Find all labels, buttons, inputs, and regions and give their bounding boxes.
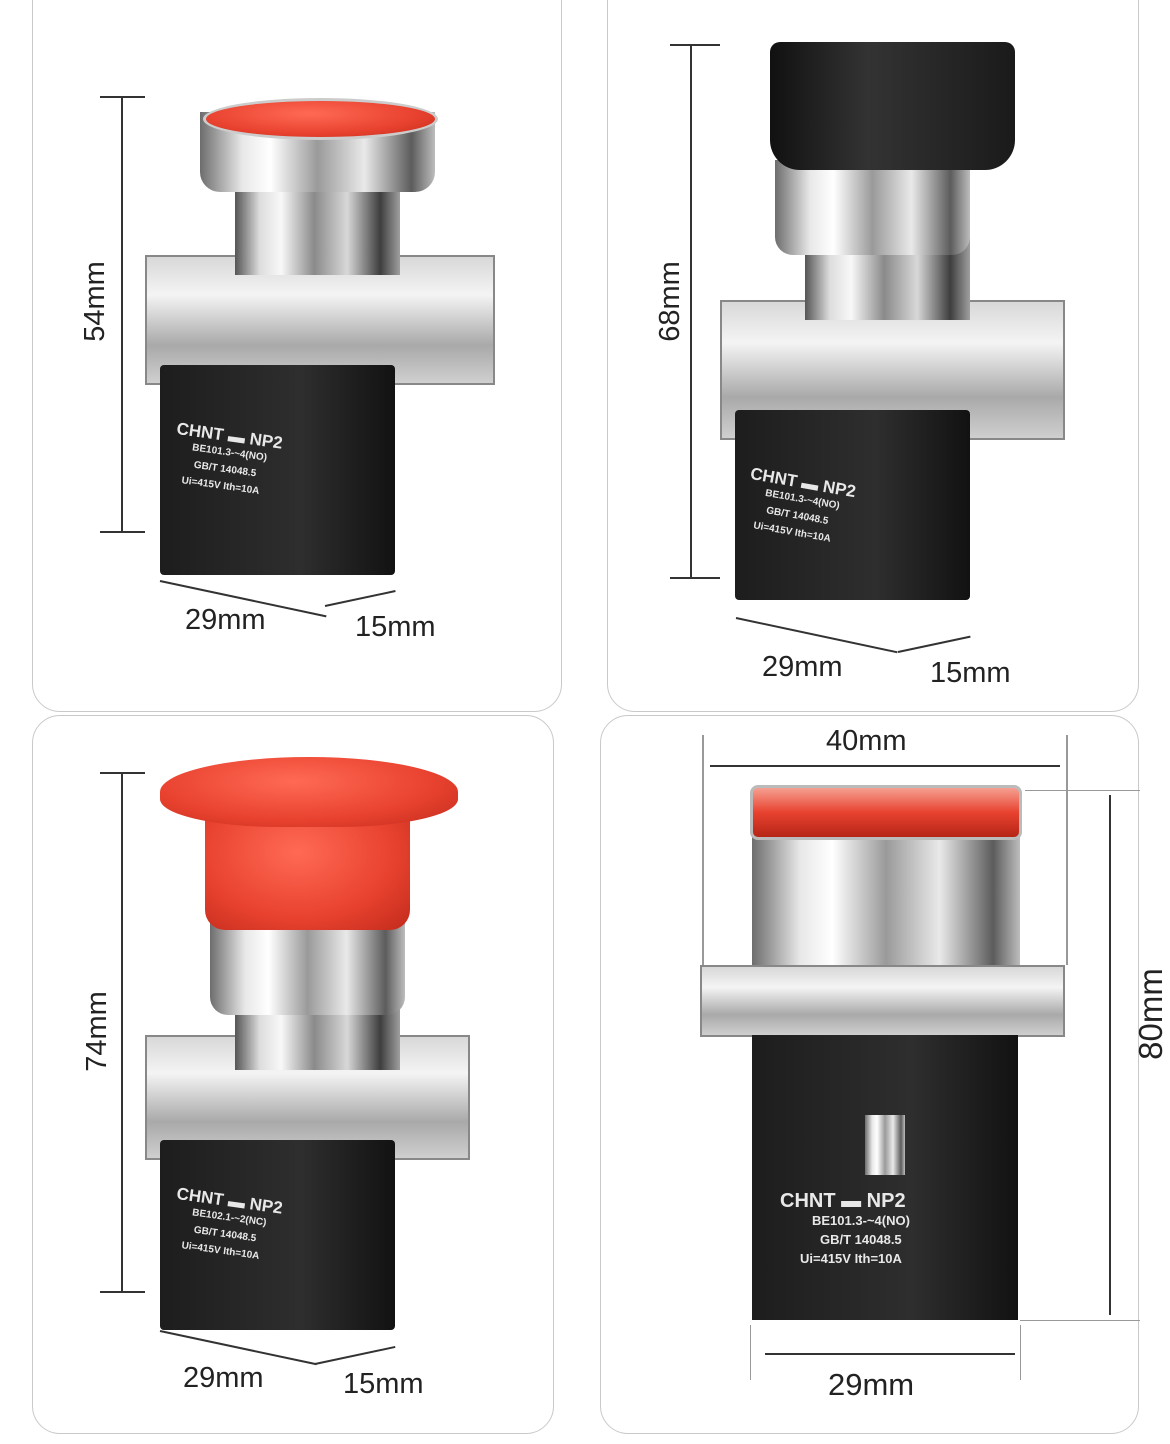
depth-label: 15mm xyxy=(343,1368,424,1400)
switch-bezel xyxy=(775,160,970,255)
mounting-bracket xyxy=(700,965,1065,1037)
height-dimension-line xyxy=(121,772,123,1292)
model-text: NP2 xyxy=(866,1190,906,1212)
contact-block-marking: CHNT ▬ NP2 BE101.3-~4(NO) GB/T 14048.5 U… xyxy=(780,1190,910,1266)
dimension-extension xyxy=(1020,1320,1140,1321)
red-mushroom-stem xyxy=(205,810,410,930)
button-neck xyxy=(235,185,400,275)
rating-text: Ui=415V Ith=10A xyxy=(800,1251,902,1266)
code-text: BE101.3-~4(NO) xyxy=(812,1213,910,1228)
width-label: 29mm xyxy=(185,604,266,636)
red-cap xyxy=(203,98,438,140)
plunger xyxy=(865,1115,905,1175)
height-dimension-line xyxy=(1109,795,1111,1315)
contact-block xyxy=(752,1035,1018,1320)
contact-block-marking: CHNT ▬ NP2 BE101.3-~4(NO) GB/T 14048.5 U… xyxy=(169,419,283,502)
width-dimension-line xyxy=(765,1353,1015,1355)
height-label: 68mm xyxy=(653,261,686,342)
contact-block xyxy=(735,410,970,600)
dimension-tick xyxy=(100,772,145,774)
width-label: 29mm xyxy=(762,651,843,683)
dimension-tick xyxy=(670,577,720,579)
height-label: 80mm xyxy=(1131,968,1169,1060)
contact-block xyxy=(160,1140,395,1330)
standard-text: GB/T 14048.5 xyxy=(820,1232,902,1247)
dimension-extension xyxy=(1066,735,1068,965)
dimension-extension xyxy=(1020,1325,1021,1380)
mounting-bracket xyxy=(145,255,495,385)
contact-block xyxy=(160,365,395,575)
diameter-dimension-line xyxy=(710,765,1060,767)
dimension-tick xyxy=(100,96,145,98)
red-mushroom-cap xyxy=(160,757,458,827)
height-label: 54mm xyxy=(78,261,111,342)
dimension-tick xyxy=(670,44,720,46)
illuminated-red-lens xyxy=(750,785,1022,840)
black-selector-knob xyxy=(770,42,1015,170)
height-label: 74mm xyxy=(80,991,113,1072)
width-label: 29mm xyxy=(828,1367,915,1402)
dimension-extension xyxy=(702,735,704,965)
button-bezel xyxy=(210,920,405,1015)
height-dimension-line xyxy=(121,96,123,532)
button-bezel xyxy=(752,835,1020,965)
dimension-tick xyxy=(100,1291,145,1293)
depth-label: 15mm xyxy=(930,657,1011,689)
depth-label: 15mm xyxy=(355,611,436,643)
diameter-label: 40mm xyxy=(826,725,907,757)
dimension-extension xyxy=(750,1325,751,1380)
dimension-tick xyxy=(100,531,145,533)
dimension-extension xyxy=(1025,790,1140,791)
height-dimension-line xyxy=(690,44,692,578)
width-label: 29mm xyxy=(183,1362,264,1394)
brand-text: CHNT xyxy=(780,1190,836,1212)
contact-block-marking: CHNT ▬ NP2 BE102.1-~2(NC) GB/T 14048.5 U… xyxy=(169,1184,283,1267)
